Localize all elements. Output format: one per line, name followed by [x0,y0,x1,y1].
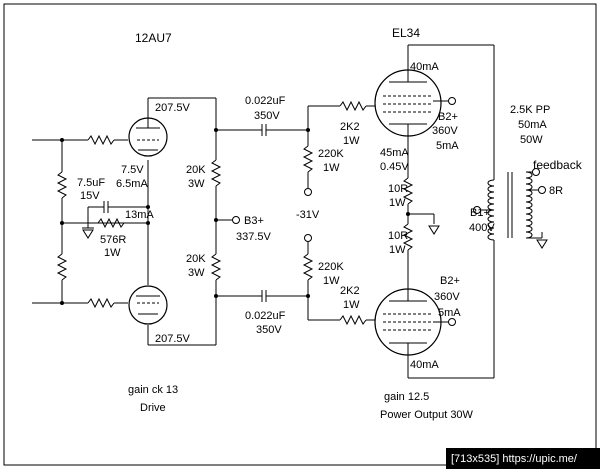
cathode-bias-current: 45mA [380,147,409,159]
b1-supply-voltage: 400V [469,222,495,234]
grid-resistor-bottom-value: 220K [318,261,344,273]
output-transformer [473,168,548,249]
cathode-r-bottom-value: 10R [388,230,408,242]
drive-cathode-current: 6.5mA [116,178,148,190]
coupling-cap-top-voltage: 350V [254,110,280,122]
output-tube-bottom [374,288,442,358]
speaker-tap-label: 8R [549,185,563,197]
coupling-cap-bottom-voltage: 350V [256,324,282,336]
grid-resistor-top-value: 220K [318,148,344,160]
b3-supply-voltage: 337.5V [236,231,272,243]
cathode-resistor-value: 576R [100,234,126,246]
drawing-border [3,3,597,466]
grid-stopper-bottom-power: 1W [343,299,360,311]
cathode-cap-voltage: 15V [80,190,100,202]
coupling-wiring [216,100,380,326]
output-top-current: 40mA [410,61,439,73]
plate-load-bottom-power: 3W [188,267,205,279]
cathode-cap-value: 7.5uF [77,177,105,189]
drive-top-plate-voltage: 207.5V [155,102,191,114]
drive-stage-wiring [32,97,240,346]
coupling-cap-top-value: 0.022uF [245,95,286,107]
output-top-screen-name: B2+ [438,111,458,123]
drive-tube-top [128,117,168,157]
feedback-label: feedback [533,158,583,172]
cathode-current-label: 13mA [125,209,154,221]
bias-voltage: -31V [296,209,320,221]
drive-cathode-voltage: 7.5V [121,164,144,176]
output-bottom-screen-name: B2+ [440,275,460,287]
cathode-r-top-value: 10R [388,183,408,195]
grid-resistor-bottom-power: 1W [323,275,340,287]
cathode-resistor-power: 1W [104,247,121,259]
output-bottom-current: 40mA [410,359,439,371]
grid-stopper-top-value: 2K2 [340,121,360,133]
output-gain-label: gain 12.5 [384,391,429,403]
transformer-current: 50mA [518,119,547,131]
transformer-impedance: 2.5K PP [510,104,550,116]
output-tube-type-label: EL34 [392,26,420,40]
grid-stopper-top-power: 1W [343,135,360,147]
plate-load-top-value: 20K [186,164,206,176]
output-top-screen-current: 5mA [436,140,459,152]
drive-bottom-plate-voltage: 207.5V [155,333,191,345]
drive-gain-label: gain ck 13 [128,384,178,396]
drive-tube-type-label: 12AU7 [135,31,172,45]
cathode-r-bottom-power: 1W [389,244,406,256]
power-output-label: Power Output 30W [380,409,474,421]
plate-load-top-power: 3W [188,178,205,190]
output-bottom-screen-voltage: 360V [434,291,460,303]
output-bottom-screen-current: 5mA [438,307,461,319]
watermark-text: [713x535] https://upic.me/ [451,453,578,465]
drive-tube-bottom [128,285,168,325]
b3-supply-name: B3+ [244,215,264,227]
grid-stopper-bottom-value: 2K2 [340,285,360,297]
coupling-cap-bottom-value: 0.022uF [245,310,286,322]
drive-label: Drive [140,402,166,414]
cathode-r-top-power: 1W [389,197,406,209]
output-top-screen-voltage: 360V [432,125,458,137]
plate-load-bottom-value: 20K [186,253,206,265]
output-stage-wiring [402,44,495,379]
transformer-power: 50W [520,134,543,146]
grid-resistor-top-power: 1W [323,162,340,174]
cathode-bias-voltage: 0.45V [380,161,409,173]
b1-supply-name: B1+ [470,207,490,219]
watermark-stamp: [713x535] https://upic.me/ [446,448,600,469]
